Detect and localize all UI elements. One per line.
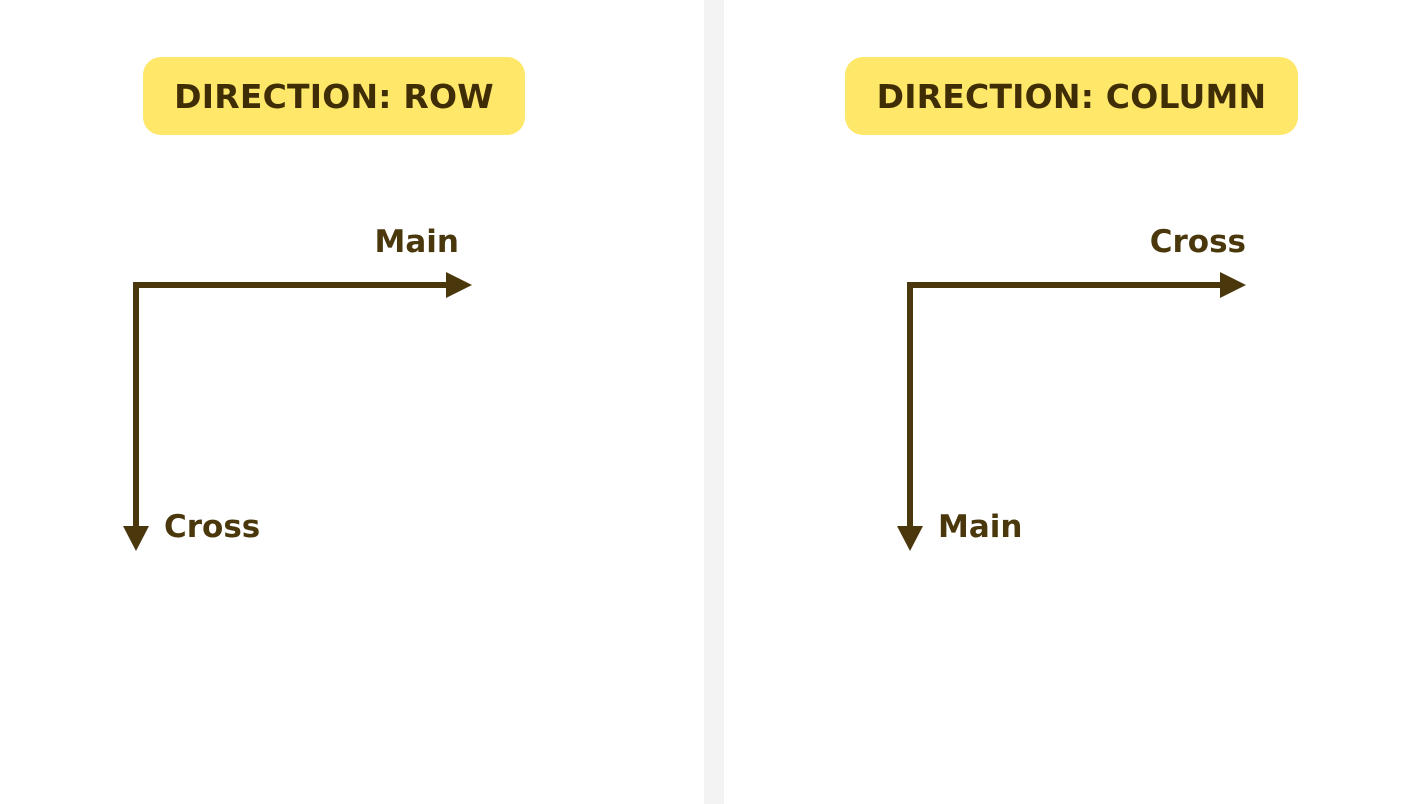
horizontal-axis-label: Main xyxy=(375,224,459,260)
vertical-axis-label: Main xyxy=(938,509,1022,545)
horizontal-axis-label: Cross xyxy=(1150,224,1246,260)
horizontal-arrowhead xyxy=(446,272,472,298)
vertical-axis-label: Cross xyxy=(164,509,260,545)
axes-diagram-row: Main Cross xyxy=(123,224,472,551)
direction-row-badge: DIRECTION: ROW xyxy=(143,57,525,135)
direction-row-title: DIRECTION: ROW xyxy=(174,76,494,116)
vertical-arrowhead xyxy=(123,526,149,551)
axes-diagram-column: Cross Main xyxy=(897,224,1246,551)
panel-divider xyxy=(704,0,724,804)
horizontal-arrowhead xyxy=(1220,272,1246,298)
panel-direction-row: DIRECTION: ROW Main Cross xyxy=(0,0,704,804)
direction-column-badge: DIRECTION: COLUMN xyxy=(845,57,1298,135)
direction-column-title: DIRECTION: COLUMN xyxy=(876,76,1267,116)
panel-direction-column: DIRECTION: COLUMN Cross Main xyxy=(724,0,1428,804)
vertical-arrowhead xyxy=(897,526,923,551)
